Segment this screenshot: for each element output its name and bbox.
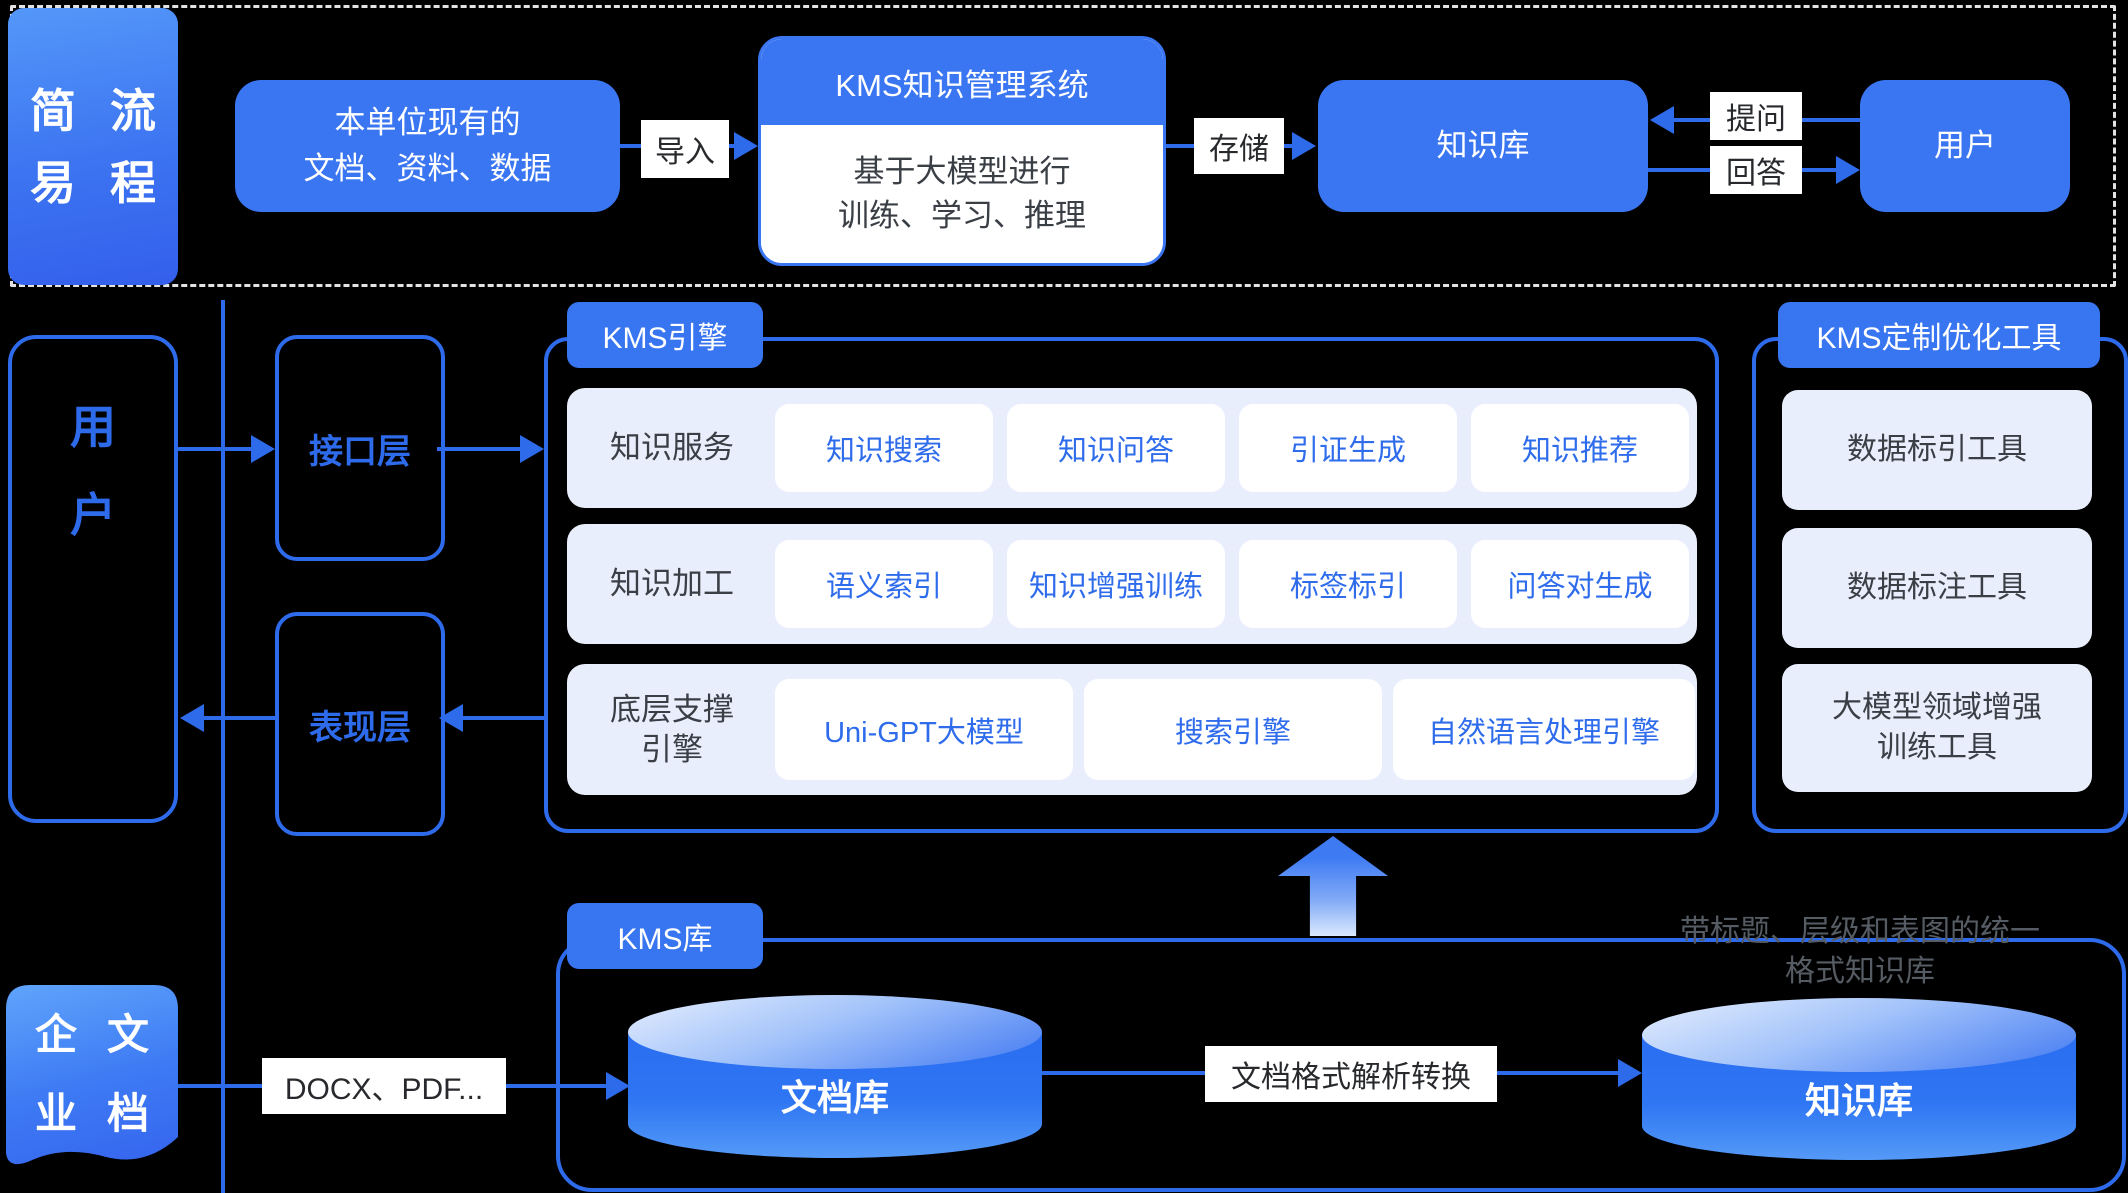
presentation-to-user-line xyxy=(204,716,275,720)
knowledge-db-cylinder: 知识库 xyxy=(1642,998,2076,1160)
kms-body-line2: 训练、学习、推理 xyxy=(838,198,1086,233)
simple-process-banner: 简 流 易 程 xyxy=(8,8,178,285)
user-label: 用户 xyxy=(1934,128,1996,163)
engine-chip: 引证生成 xyxy=(1239,404,1457,492)
user-box-top: 用户 xyxy=(1860,80,2070,212)
source-line2: 文档、资料、数据 xyxy=(303,151,552,186)
tool-item: 大模型领域增强 训练工具 xyxy=(1782,664,2092,792)
engine-chip: 知识增强训练 xyxy=(1007,540,1225,628)
kb-label: 知识库 xyxy=(1436,128,1530,163)
source-documents-box: 本单位现有的 文档、资料、数据 xyxy=(235,80,620,212)
row-label: 底层支撑 引擎 xyxy=(567,690,777,770)
banner-char: 程 xyxy=(110,156,156,209)
row-label-line1: 底层支撑 xyxy=(610,692,734,727)
import-label: 导入 xyxy=(641,120,729,178)
tool-item-label: 数据标注工具 xyxy=(1847,571,2027,604)
user-char: 户 xyxy=(70,489,116,541)
arrow-left-icon xyxy=(1650,106,1674,134)
note-line1: 带标题、层级和表图的统一 xyxy=(1680,915,2040,948)
arrow-left-icon xyxy=(180,704,204,732)
engine-row-base-support: 底层支撑 引擎 Uni-GPT大模型 搜索引擎 自然语言处理引擎 xyxy=(567,664,1697,795)
kms-system-title: KMS知识管理系统 xyxy=(761,39,1163,125)
engine-chip: 语义索引 xyxy=(775,540,993,628)
doc-char: 文 xyxy=(107,1011,150,1058)
arrow-right-icon xyxy=(1292,132,1316,160)
source-line1: 本单位现有的 xyxy=(334,105,521,140)
arrow-right-icon xyxy=(1618,1059,1642,1087)
engine-chip: Uni-GPT大模型 xyxy=(775,679,1073,780)
engine-row-knowledge-service: 知识服务 知识搜索 知识问答 引证生成 知识推荐 xyxy=(567,388,1697,508)
engine-chip: 知识推荐 xyxy=(1471,404,1689,492)
arrow-right-icon xyxy=(606,1072,630,1100)
convert-label: 文档格式解析转换 xyxy=(1205,1046,1497,1102)
banner-char: 易 xyxy=(30,156,76,209)
presentation-layer-label: 表现层 xyxy=(309,708,411,747)
enterprise-documents-shape: 企 文 业 档 xyxy=(6,985,178,1175)
ask-label: 提问 xyxy=(1710,92,1802,140)
vertical-bus-line xyxy=(221,300,225,1193)
knowledge-db-note: 带标题、层级和表图的统一 格式知识库 xyxy=(1620,912,2100,992)
row-label: 知识服务 xyxy=(610,430,734,465)
tool-item: 数据标引工具 xyxy=(1782,390,2092,510)
user-box-middle: 用 户 xyxy=(8,335,178,823)
engine-chip: 知识搜索 xyxy=(775,404,993,492)
knowledge-base-box: 知识库 xyxy=(1318,80,1648,212)
banner-char: 简 xyxy=(30,84,76,137)
kms-engine-box xyxy=(544,337,1719,833)
doc-char: 档 xyxy=(107,1090,150,1137)
engine-chip: 自然语言处理引擎 xyxy=(1393,679,1695,780)
cylinder-top xyxy=(1642,998,2076,1072)
banner-char: 流 xyxy=(110,84,156,137)
document-db-label: 文档库 xyxy=(780,1077,889,1118)
engine-row-knowledge-processing: 知识加工 语义索引 知识增强训练 标签标引 问答对生成 xyxy=(567,524,1697,644)
interface-layer-box: 接口层 xyxy=(275,335,445,561)
kms-body-line1: 基于大模型进行 xyxy=(853,154,1071,189)
document-db-cylinder: 文档库 xyxy=(628,995,1042,1158)
engine-chip: 知识问答 xyxy=(1007,404,1225,492)
docx-label: DOCX、PDF... xyxy=(262,1058,506,1114)
presentation-layer-box: 表现层 xyxy=(275,612,445,836)
arrow-right-icon xyxy=(1836,156,1860,184)
arrow-right-icon xyxy=(734,132,758,160)
tool-item-label-line1: 大模型领域增强 xyxy=(1832,691,2042,724)
arrow-left-icon xyxy=(439,704,463,732)
kms-library-title-pill: KMS库 xyxy=(567,903,763,969)
engine-chip: 标签标引 xyxy=(1239,540,1457,628)
engine-to-presentation-line xyxy=(463,716,544,720)
cylinder-top xyxy=(628,995,1042,1069)
row-label: 知识加工 xyxy=(610,566,734,601)
arrow-up-icon xyxy=(1278,836,1388,936)
engine-chip: 搜索引擎 xyxy=(1084,679,1382,780)
kms-system-box: KMS知识管理系统 基于大模型进行 训练、学习、推理 xyxy=(758,36,1166,266)
arrow-right-icon xyxy=(251,435,275,463)
knowledge-db-label: 知识库 xyxy=(1804,1079,1913,1121)
interface-layer-label: 接口层 xyxy=(309,432,411,471)
engine-chip: 问答对生成 xyxy=(1471,540,1689,628)
kms-system-body: 基于大模型进行 训练、学习、推理 xyxy=(761,125,1163,263)
answer-label: 回答 xyxy=(1710,146,1802,194)
doc-char: 业 xyxy=(34,1090,77,1137)
doc-char: 企 xyxy=(34,1011,77,1058)
store-label: 存储 xyxy=(1194,118,1284,174)
kms-engine-title-pill: KMS引擎 xyxy=(567,302,763,368)
row-label-line2: 引擎 xyxy=(641,732,703,767)
interface-to-engine-line xyxy=(437,447,522,451)
note-line2: 格式知识库 xyxy=(1785,955,1935,988)
kms-library-box xyxy=(556,938,2126,1192)
tool-item-label: 数据标引工具 xyxy=(1847,433,2027,466)
tool-item-label-line2: 训练工具 xyxy=(1877,731,1997,764)
tool-item: 数据标注工具 xyxy=(1782,528,2092,648)
kms-tools-title-pill: KMS定制优化工具 xyxy=(1778,302,2100,368)
arrow-right-icon xyxy=(520,435,544,463)
user-char: 用 xyxy=(70,401,116,453)
user-to-interface-line xyxy=(178,447,253,451)
